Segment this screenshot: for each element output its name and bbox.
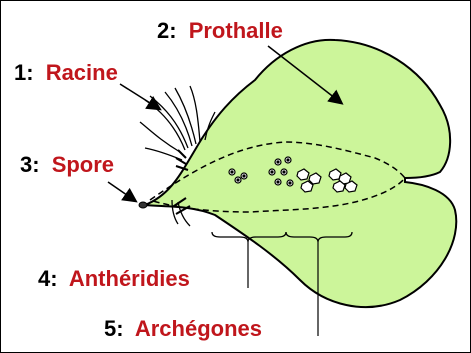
label-5: 5: Archégones <box>104 316 262 341</box>
label-3-number: 3: <box>20 152 40 177</box>
label-1-term: Racine <box>46 60 118 85</box>
label-5-number: 5: <box>104 316 124 341</box>
label-4-number: 4: <box>38 266 58 291</box>
spore-body <box>139 202 147 208</box>
label-3: 3: Spore <box>20 152 114 177</box>
label-1: 1: Racine <box>14 60 118 85</box>
label-2-number: 2: <box>157 18 177 43</box>
label-4: 4: Anthéridies <box>38 266 190 291</box>
label-1-number: 1: <box>14 60 34 85</box>
label-2-term: Prothalle <box>189 18 283 43</box>
label-4-term: Anthéridies <box>69 266 190 291</box>
label-2: 2: Prothalle <box>157 18 283 43</box>
label-5-term: Archégones <box>135 316 262 341</box>
label-3-term: Spore <box>52 152 114 177</box>
